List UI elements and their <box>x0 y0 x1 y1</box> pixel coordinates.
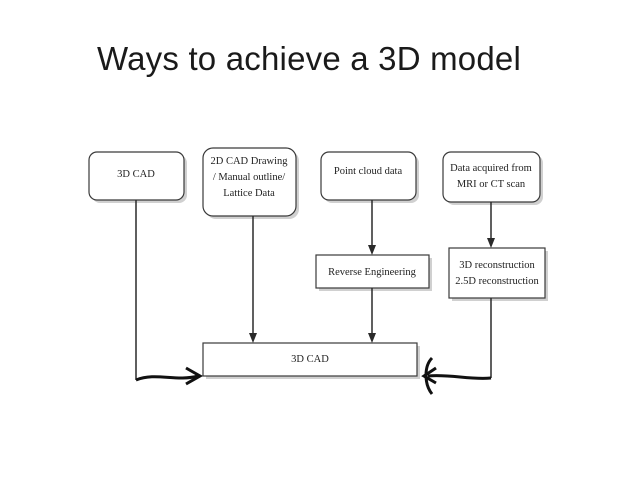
bracket-right <box>424 356 434 395</box>
box-3d-cad-bottom: 3D CAD <box>202 342 420 379</box>
box-2d-cad-line-1: 2D CAD Drawing <box>211 156 289 167</box>
box-2d-cad-line-3: Lattice Data <box>223 188 275 199</box>
connectors <box>135 200 495 395</box>
arrowhead-2dcad <box>249 333 257 343</box>
box-3d-cad-bottom-line-1: 3D CAD <box>291 354 329 365</box>
box-point-cloud-line-1: Point cloud data <box>334 166 403 177</box>
arrowhead-pointcloud <box>368 245 376 255</box>
box-mri-ct-line-2: MRI or CT scan <box>457 179 526 190</box>
box-mri-ct: Data acquired from MRI or CT scan <box>442 151 543 205</box>
box-mri-ct-line-1: Data acquired from <box>450 163 532 174</box>
box-2d-cad: 2D CAD Drawing / Manual outline/ Lattice… <box>202 147 299 219</box>
slide-title: Ways to achieve a 3D model <box>97 40 522 77</box>
box-reverse-engineering-line-1: Reverse Engineering <box>328 267 417 278</box>
box-3d-cad-top-line-1: 3D CAD <box>117 169 155 180</box>
box-3d-reconstruction-line-1: 3D reconstruction <box>459 260 535 271</box>
arrowhead-right-curve <box>421 366 437 385</box>
box-2d-cad-line-2: / Manual outline/ <box>213 172 285 183</box>
arrowhead-re <box>368 333 376 343</box>
box-3d-reconstruction: 3D reconstruction 2.5D reconstruction <box>448 247 548 301</box>
arrowhead-left-curve <box>185 366 204 386</box>
box-point-cloud: Point cloud data <box>320 151 419 203</box>
curve-right-into-3dcad <box>427 374 492 380</box>
arrowhead-mri <box>487 238 495 248</box>
box-3d-reconstruction-line-2: 2.5D reconstruction <box>455 276 539 287</box>
box-3d-cad-top: 3D CAD <box>88 151 187 203</box>
box-reverse-engineering: Reverse Engineering <box>315 254 432 291</box>
curve-left-into-3dcad <box>135 374 199 382</box>
